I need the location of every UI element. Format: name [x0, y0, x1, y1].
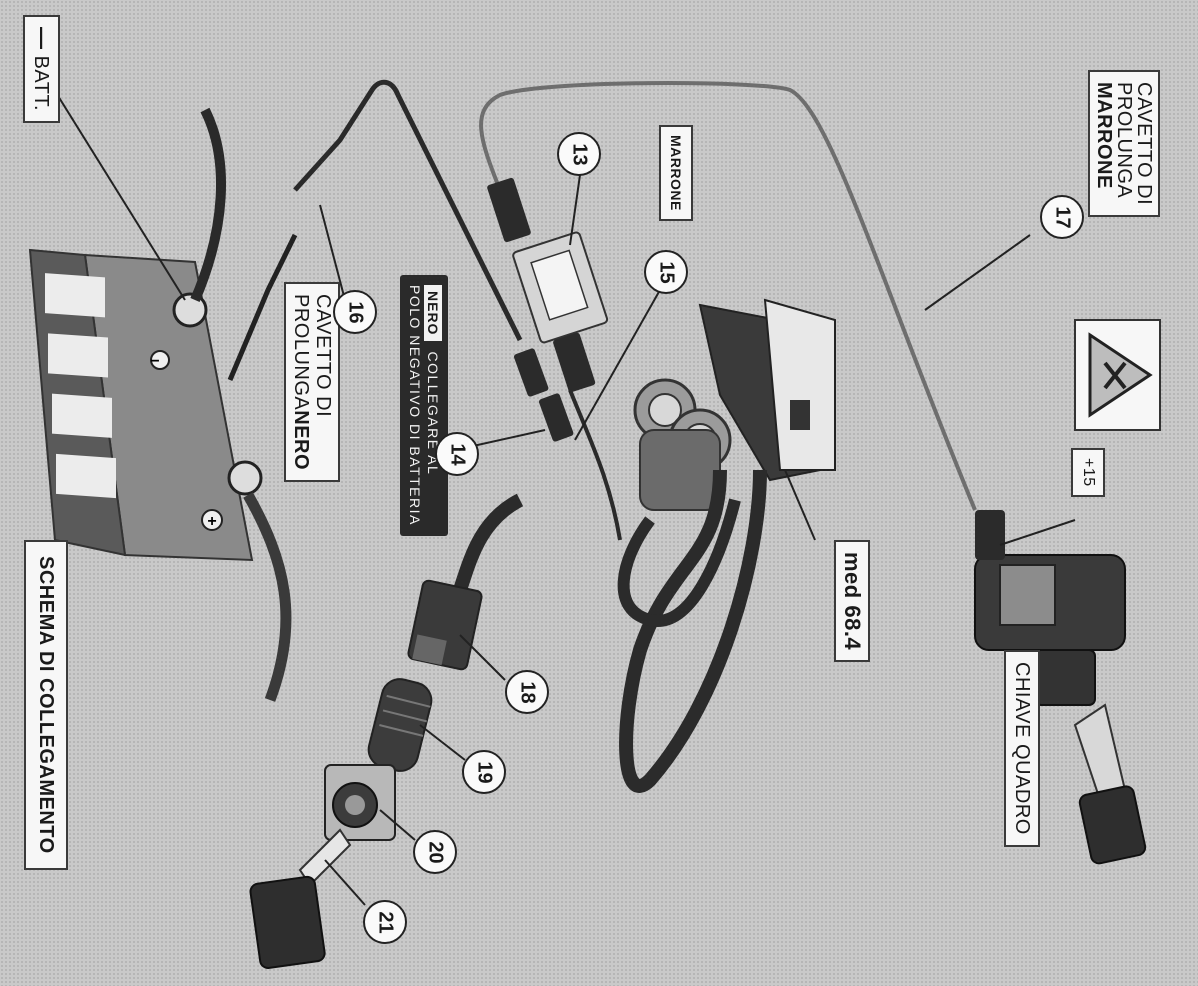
callout-21: 21: [363, 900, 407, 944]
label-plus15: +15: [1071, 448, 1105, 497]
label-batt: — BATT.: [23, 15, 60, 124]
leader-13: [569, 174, 581, 246]
leader-19: [419, 724, 466, 761]
leader-17: [924, 234, 1031, 311]
leader-batt: [44, 74, 186, 301]
label-nero-note: NEROCOLLEGARE AL POLO NEGATIVO DI BATTER…: [400, 275, 448, 536]
callout-20: 20: [413, 830, 457, 874]
leader-20: [379, 809, 416, 841]
connector-3: [513, 348, 549, 397]
callout-19: 19: [462, 750, 506, 794]
connector-1: [487, 177, 531, 243]
battery-cable-top: [190, 107, 226, 302]
control-unit: [633, 298, 836, 511]
label-cavetto-nero: CAVETTO DI PROLUNGANERO: [284, 282, 340, 483]
callout-18: 18: [505, 670, 549, 714]
leader-21: [324, 859, 366, 906]
callout-15: 15: [644, 250, 688, 294]
label-schema: SCHEMA DI COLLEGAMENTO: [24, 540, 68, 870]
label-cavetto-marrone: CAVETTO DI PROLUNGA MARRONE: [1088, 70, 1160, 218]
brown-extension-cable: [479, 81, 977, 511]
callout-17: 17: [1040, 195, 1084, 239]
black-extension-cable: [293, 79, 523, 342]
label-marrone: MARRONE: [659, 125, 693, 221]
callout-13: 13: [557, 132, 601, 176]
label-chiave-quadro: CHIAVE QUADRO: [1004, 650, 1040, 847]
callout-16: 16: [333, 290, 377, 334]
leader-15v: [999, 519, 1076, 546]
connector-4: [538, 393, 574, 442]
leader-15: [574, 289, 661, 441]
main-harness: [619, 469, 767, 793]
ignition-key: [1073, 703, 1147, 865]
leader-16: [319, 204, 346, 301]
ignition-switch: [974, 510, 1126, 706]
battery-cable-bottom: [243, 492, 292, 702]
battery-plus-sign: +: [207, 513, 216, 530]
part-19-coil: [367, 678, 433, 772]
warning-triangle-icon: [1074, 319, 1161, 431]
part-21-key: [249, 828, 352, 969]
leader-18: [459, 634, 506, 681]
leader-med: [784, 469, 816, 541]
callout-14: 14: [435, 432, 479, 476]
label-med: med 68.4: [834, 540, 870, 663]
connector-2: [553, 332, 596, 393]
battery: − +: [28, 248, 263, 562]
battery-minus-sign: −: [150, 353, 159, 370]
black-extension-to-negative: [227, 233, 298, 381]
part-20-lock: [324, 764, 396, 841]
